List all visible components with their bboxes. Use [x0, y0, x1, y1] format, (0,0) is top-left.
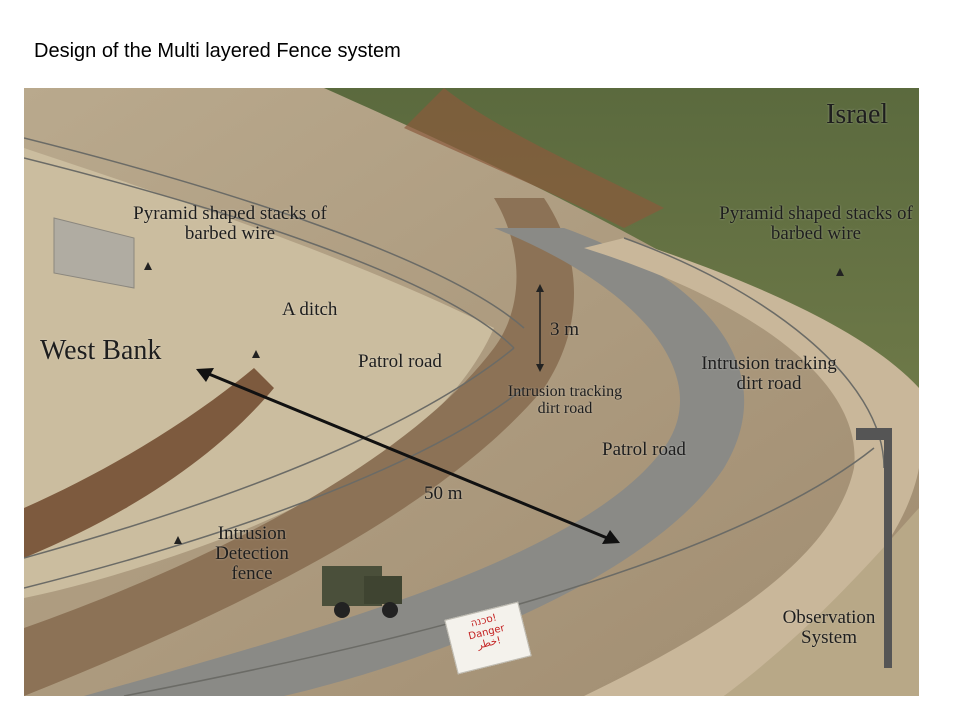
- label-observation-line1: Observation: [782, 607, 876, 628]
- distance-arrow: [203, 370, 613, 542]
- label-tracking-center-line2: dirt road: [537, 399, 593, 417]
- photo-scene: [24, 88, 919, 696]
- label-observation-system: Observation System: [774, 608, 884, 648]
- label-tracking-right: Intrusion tracking dirt road: [694, 354, 844, 394]
- label-ditch: A ditch: [282, 299, 338, 320]
- marker-pyramid-right: [836, 268, 844, 276]
- observation-pole: [884, 428, 892, 668]
- label-detection-line2: Detection: [215, 542, 289, 564]
- label-detection-line3: fence: [231, 562, 273, 584]
- label-tracking-center: Intrusion tracking dirt road: [500, 383, 630, 418]
- height-arrow-top: [536, 284, 544, 292]
- label-patrol-road-left: Patrol road: [358, 351, 442, 372]
- height-arrow-bottom: [536, 364, 544, 372]
- label-pyramid-left-line1: Pyramid shaped stacks of: [133, 203, 327, 224]
- ditch: [24, 368, 274, 558]
- label-height: 3 m: [550, 319, 580, 340]
- label-pyramid-left-line2: barbed wire: [184, 222, 276, 244]
- tracking-dirt-road-center: [24, 198, 574, 696]
- label-distance: 50 m: [424, 483, 463, 504]
- label-pyramid-left: Pyramid shaped stacks of barbed wire: [130, 204, 330, 244]
- distance-arrow-left-head: [196, 368, 214, 382]
- label-detection-line1: Intrusion: [217, 523, 287, 544]
- hillside-vegetation: [324, 88, 919, 418]
- marker-ditch: [252, 350, 260, 358]
- label-patrol-road-right: Patrol road: [602, 439, 686, 460]
- marker-pyramid-left: [144, 262, 152, 270]
- patrol-road-asphalt: [84, 228, 745, 696]
- concrete-wall: [53, 217, 135, 289]
- label-tracking-right-line2: dirt road: [736, 372, 802, 394]
- label-observation-line2: System: [801, 626, 857, 648]
- fence-photo: Israel West Bank Pyramid shaped stacks o…: [24, 88, 919, 696]
- label-tracking-right-line1: Intrusion tracking: [701, 353, 837, 374]
- label-west-bank: West Bank: [40, 335, 162, 366]
- slide-title: Design of the Multi layered Fence system: [34, 40, 401, 62]
- label-israel: Israel: [826, 99, 889, 130]
- distance-arrow-right-head: [602, 530, 620, 544]
- observation-arm: [856, 428, 892, 440]
- foreground-terrain: [724, 508, 919, 696]
- marker-detection: [174, 536, 182, 544]
- label-detection-fence: Intrusion Detection fence: [212, 524, 292, 584]
- label-pyramid-right: Pyramid shaped stacks of barbed wire: [716, 204, 916, 244]
- exposed-soil: [404, 88, 664, 228]
- tracking-dirt-road-right: [584, 238, 919, 696]
- label-tracking-center-line1: Intrusion tracking: [507, 383, 623, 400]
- label-pyramid-right-line2: barbed wire: [770, 222, 862, 244]
- military-jeep: [322, 566, 402, 618]
- label-pyramid-right-line1: Pyramid shaped stacks of: [719, 203, 913, 224]
- fence-lines: [24, 137, 885, 696]
